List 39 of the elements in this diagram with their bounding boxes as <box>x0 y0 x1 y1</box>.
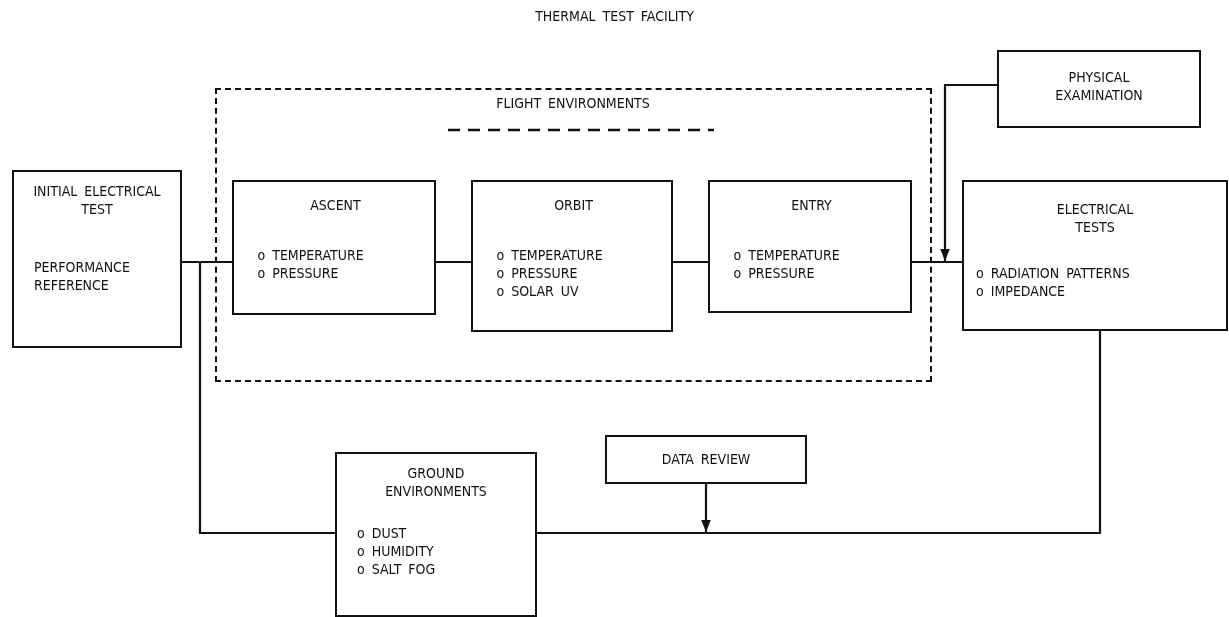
process-box <box>12 170 182 348</box>
connector-line <box>673 260 708 264</box>
process-box <box>470 179 673 332</box>
connector-line <box>436 260 471 264</box>
box-heading: GROUND ENVIRONMENTS <box>384 464 488 500</box>
bullet-item: o PRESSURE <box>496 263 579 282</box>
box-label: PHYSICAL EXAMINATION <box>1054 68 1144 104</box>
process-box <box>335 452 537 617</box>
arrow <box>940 83 997 261</box>
process-box <box>605 435 807 484</box>
process-box <box>962 180 1228 331</box>
box-heading: INITIAL ELECTRICAL TEST <box>32 182 162 218</box>
group-frame <box>215 88 932 382</box>
bullet-item: o TEMPERATURE <box>733 245 841 264</box>
process-box <box>231 179 436 315</box>
process-box <box>997 50 1201 128</box>
group-heading: FLIGHT ENVIRONMENTS <box>495 94 651 112</box>
diagram-title: THERMAL TEST FACILITY <box>535 8 694 24</box>
bullet-item: o RADIATION PATTERNS <box>976 264 1131 282</box>
connector-line <box>182 260 335 535</box>
bullet-item: o IMPEDANCE <box>976 282 1067 300</box>
bullet-item: o PRESSURE <box>733 263 816 282</box>
box-heading: ASCENT <box>309 195 362 214</box>
bullet-item: PERFORMANCE REFERENCE <box>34 258 131 294</box>
bullet-item: o TEMPERATURE <box>257 245 365 264</box>
bullet-item: o HUMIDITY <box>357 542 435 560</box>
box-heading: ENTRY <box>790 195 833 214</box>
process-box <box>707 179 912 313</box>
bullet-item: o SOLAR UV <box>496 281 580 300</box>
box-label: DATA REVIEW <box>660 450 752 468</box>
bullet-item: o DUST <box>357 524 408 542</box>
box-heading: ELECTRICAL TESTS <box>1055 200 1135 236</box>
bullet-item: o TEMPERATURE <box>496 245 604 264</box>
bullet-item: o SALT FOG <box>357 560 437 578</box>
connector-line <box>912 260 962 264</box>
bullet-item: o PRESSURE <box>257 263 340 282</box>
connector-line <box>537 331 1102 535</box>
arrow <box>701 484 711 532</box>
box-heading: ORBIT <box>553 195 594 214</box>
